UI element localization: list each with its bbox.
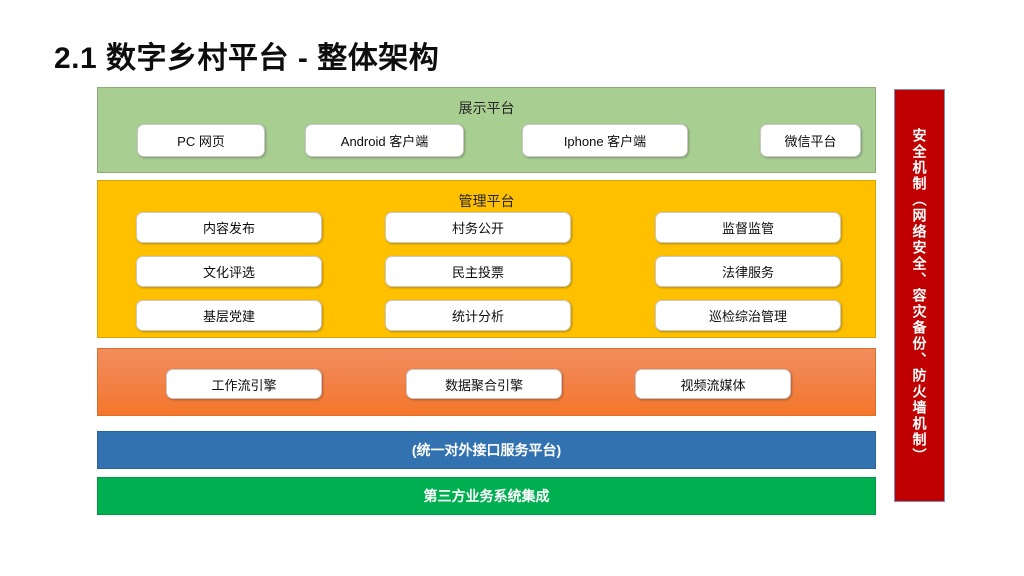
tile-legal-service[interactable]: 法律服务 <box>655 256 841 287</box>
tile-label: 工作流引擎 <box>211 377 277 393</box>
tile-culture-selection[interactable]: 文化评选 <box>136 256 322 287</box>
page-title: 2.1 数字乡村平台 - 整体架构 <box>54 42 440 75</box>
interface-service-bar-label: (统一对外接口服务平台) <box>411 442 562 458</box>
tile-label: 民主投票 <box>451 265 504 280</box>
tile-pc-web[interactable]: PC 网页 <box>137 124 265 157</box>
tile-label: 文化评选 <box>202 265 255 280</box>
tile-label: Iphone 客户端 <box>563 134 647 149</box>
engine-layer: 工作流引擎 数据聚合引擎 视频流媒体 <box>97 348 876 416</box>
tile-supervision[interactable]: 监督监管 <box>655 212 841 243</box>
tile-android-client[interactable]: Android 客户端 <box>305 124 464 157</box>
tile-label: 监督监管 <box>721 221 774 236</box>
tile-label: 法律服务 <box>721 265 774 280</box>
thirdparty-integration-bar: 第三方业务系统集成 <box>97 477 876 515</box>
tile-label: 基层党建 <box>202 309 255 324</box>
tile-label: 巡检综治管理 <box>708 309 787 324</box>
tile-label: 数据聚合引擎 <box>444 377 523 393</box>
interface-service-bar: (统一对外接口服务平台) <box>97 431 876 469</box>
tile-wechat-platform[interactable]: 微信平台 <box>760 124 861 157</box>
tile-label: PC 网页 <box>177 134 225 149</box>
tile-village-affairs-disclosure[interactable]: 村务公开 <box>385 212 571 243</box>
tile-label: 视频流媒体 <box>680 377 746 393</box>
tile-label: 村务公开 <box>451 221 504 236</box>
thirdparty-integration-bar-label: 第三方业务系统集成 <box>423 488 550 504</box>
tile-label: 内容发布 <box>202 221 255 236</box>
architecture-diagram: 展示平台 PC 网页 Android 客户端 Iphone 客户端 微信平台 管… <box>97 87 876 515</box>
tile-video-streaming[interactable]: 视频流媒体 <box>635 369 791 399</box>
tile-democratic-vote[interactable]: 民主投票 <box>385 256 571 287</box>
management-layer: 管理平台 内容发布 村务公开 监督监管 文化评选 民主投票 法律服务 基层党建 … <box>97 180 876 338</box>
tile-iphone-client[interactable]: Iphone 客户端 <box>522 124 688 157</box>
presentation-layer-heading: 展示平台 <box>458 100 515 116</box>
tile-grassroots-party-building[interactable]: 基层党建 <box>136 300 322 331</box>
tile-patrol-comprehensive-management[interactable]: 巡检综治管理 <box>655 300 841 331</box>
security-mechanism-bar: 安全机制（网络安全、容灾备份、防火墙机制） <box>894 89 945 502</box>
tile-label: 统计分析 <box>451 309 504 324</box>
tile-label: 微信平台 <box>784 134 837 149</box>
tile-label: Android 客户端 <box>340 134 429 149</box>
tile-statistical-analysis[interactable]: 统计分析 <box>385 300 571 331</box>
tile-workflow-engine[interactable]: 工作流引擎 <box>166 369 322 399</box>
presentation-layer: 展示平台 PC 网页 Android 客户端 Iphone 客户端 微信平台 <box>97 87 876 173</box>
security-mechanism-label: 安全机制（网络安全、容灾备份、防火墙机制） <box>911 127 928 464</box>
tile-content-publish[interactable]: 内容发布 <box>136 212 322 243</box>
tile-data-aggregation-engine[interactable]: 数据聚合引擎 <box>406 369 562 399</box>
management-layer-heading: 管理平台 <box>458 193 515 209</box>
